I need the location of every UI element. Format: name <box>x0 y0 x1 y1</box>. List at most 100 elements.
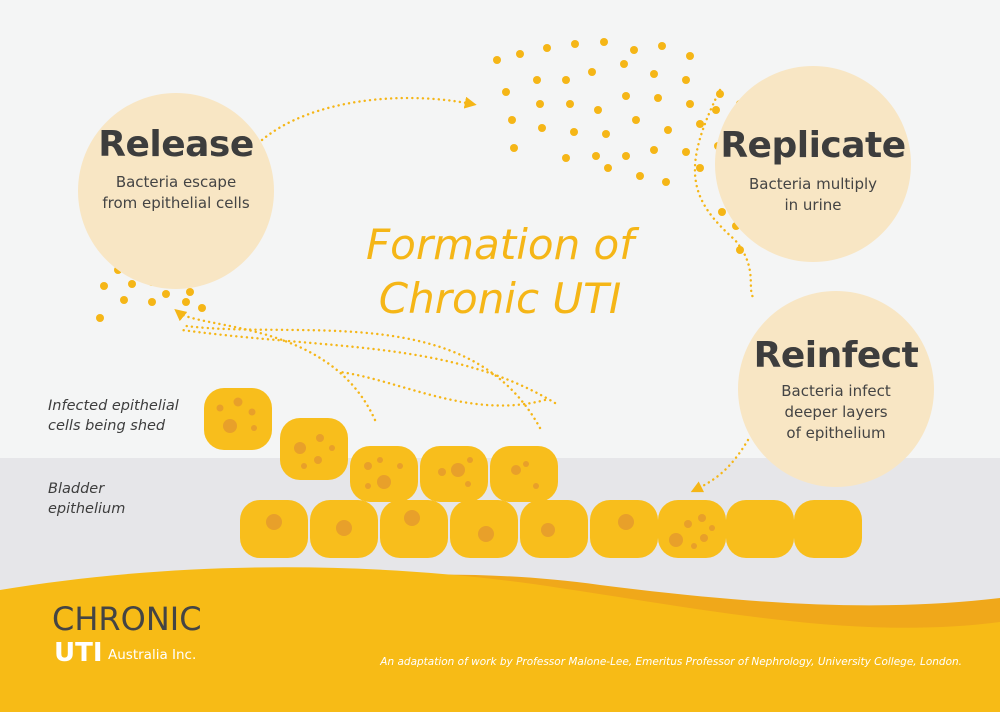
bacterium-27 <box>632 116 640 124</box>
logo-uti: UTI <box>54 638 103 668</box>
epithelial-cells <box>204 388 862 558</box>
replicate-title: Replicate <box>720 125 906 166</box>
reinfect-desc-line1: Bacteria infect <box>781 382 891 400</box>
base-cell-6-nucleus-1 <box>684 520 692 528</box>
mid-cell-1-nucleus-2 <box>377 475 391 489</box>
bacterium-46 <box>718 208 726 216</box>
bacterium-55 <box>128 280 136 288</box>
shed-cell-1-nucleus-4 <box>251 425 257 431</box>
bacterium-47 <box>736 246 744 254</box>
bacterium-9 <box>533 76 541 84</box>
arrow-6 <box>338 370 547 407</box>
bacterium-14 <box>682 76 690 84</box>
mid-cell-1-nucleus-0 <box>364 462 372 470</box>
base-cell-2-nucleus-0 <box>404 510 420 526</box>
base-cell-0-nucleus-0 <box>266 514 282 530</box>
base-cell-2 <box>380 500 448 558</box>
cycle-arrows <box>174 88 757 493</box>
bacterium-23 <box>510 144 518 152</box>
bacterium-33 <box>622 152 630 160</box>
mid-cell-2-nucleus-2 <box>467 457 473 463</box>
shed-cell-2-nucleus-4 <box>301 463 307 469</box>
release-title: Release <box>98 124 254 165</box>
bacterium-11 <box>588 68 596 76</box>
bacterium-32 <box>592 152 600 160</box>
bacterium-29 <box>696 120 704 128</box>
mid-cell-2-nucleus-1 <box>451 463 465 477</box>
bacterium-21 <box>686 100 694 108</box>
shed-cell-1-nucleus-1 <box>233 397 243 407</box>
bacterium-10 <box>562 76 570 84</box>
shed-cell-1 <box>204 388 272 450</box>
shed-label-line2: cells being shed <box>48 418 166 434</box>
main-title-line2: Chronic UTI <box>378 274 622 323</box>
bacterium-30 <box>712 106 720 114</box>
bacterium-42 <box>696 164 704 172</box>
shed-label-line1: Infected epithelial <box>48 398 179 414</box>
bacterium-20 <box>654 94 662 102</box>
bacterium-17 <box>566 100 574 108</box>
bacterium-35 <box>682 148 690 156</box>
bacterium-15 <box>508 116 516 124</box>
release-circle <box>78 93 274 289</box>
bacterium-63 <box>198 304 206 312</box>
bacterium-61 <box>148 298 156 306</box>
mid-cell-3-nucleus-2 <box>523 461 529 467</box>
reinfect-desc-line2: deeper layers <box>784 403 888 421</box>
bacterium-59 <box>100 282 108 290</box>
bacterium-28 <box>664 126 672 134</box>
mid-cell-2-nucleus-3 <box>465 481 471 487</box>
bacterium-5 <box>630 46 638 54</box>
bacterium-7 <box>686 52 694 60</box>
shed-cell-2-nucleus-0 <box>294 442 306 454</box>
bacterium-3 <box>571 40 579 48</box>
mid-cell-1-nucleus-3 <box>397 463 403 469</box>
bacterium-13 <box>650 70 658 78</box>
bacterium-24 <box>538 124 546 132</box>
bacterium-58 <box>186 288 194 296</box>
mid-cell-3-nucleus-1 <box>533 483 539 489</box>
base-cell-6-nucleus-5 <box>691 543 697 549</box>
bladder-label-line2: epithelium <box>48 501 126 517</box>
replicate-desc-line2: in urine <box>784 196 842 214</box>
reinfect-title: Reinfect <box>753 335 919 376</box>
shed-cell-2-nucleus-1 <box>316 434 324 442</box>
base-cell-5-nucleus-0 <box>618 514 634 530</box>
bacterium-19 <box>622 92 630 100</box>
base-cell-6-nucleus-0 <box>669 533 683 547</box>
shed-cell-2-nucleus-3 <box>329 445 335 451</box>
logo-organisation: Australia Inc. <box>108 647 197 663</box>
base-cell-6-nucleus-3 <box>700 534 708 542</box>
bottom-wave-front <box>0 567 1000 712</box>
reinfect-circle <box>738 291 934 487</box>
base-cell-7 <box>726 500 794 558</box>
bacterium-16 <box>536 100 544 108</box>
bacterium-31 <box>562 154 570 162</box>
attribution-credit: An adaptation of work by Professor Malon… <box>380 656 962 668</box>
bacterium-26 <box>602 130 610 138</box>
bacterium-34 <box>650 146 658 154</box>
bacterium-8 <box>502 88 510 96</box>
mid-cell-2-nucleus-0 <box>438 468 446 476</box>
bacterium-25 <box>570 128 578 136</box>
bacterium-64 <box>96 314 104 322</box>
logo-chronic: CHRONIC <box>52 600 202 638</box>
bacterium-41 <box>662 178 670 186</box>
bacterium-39 <box>604 164 612 172</box>
base-cell-6-nucleus-4 <box>709 525 715 531</box>
base-cell-6 <box>658 500 726 558</box>
replicate-desc-line1: Bacteria multiply <box>748 175 878 193</box>
shed-cell-1-nucleus-2 <box>223 419 237 433</box>
bacterium-6 <box>658 42 666 50</box>
bacterium-12 <box>620 60 628 68</box>
mid-cell-1-nucleus-1 <box>377 457 383 463</box>
shed-cell-2-nucleus-2 <box>314 456 322 464</box>
bacterium-18 <box>594 106 602 114</box>
shed-cell-1-nucleus-0 <box>216 404 224 412</box>
mid-cell-3-nucleus-0 <box>511 465 521 475</box>
bacterium-40 <box>636 172 644 180</box>
mid-cell-1 <box>350 446 418 502</box>
bacterium-60 <box>120 296 128 304</box>
